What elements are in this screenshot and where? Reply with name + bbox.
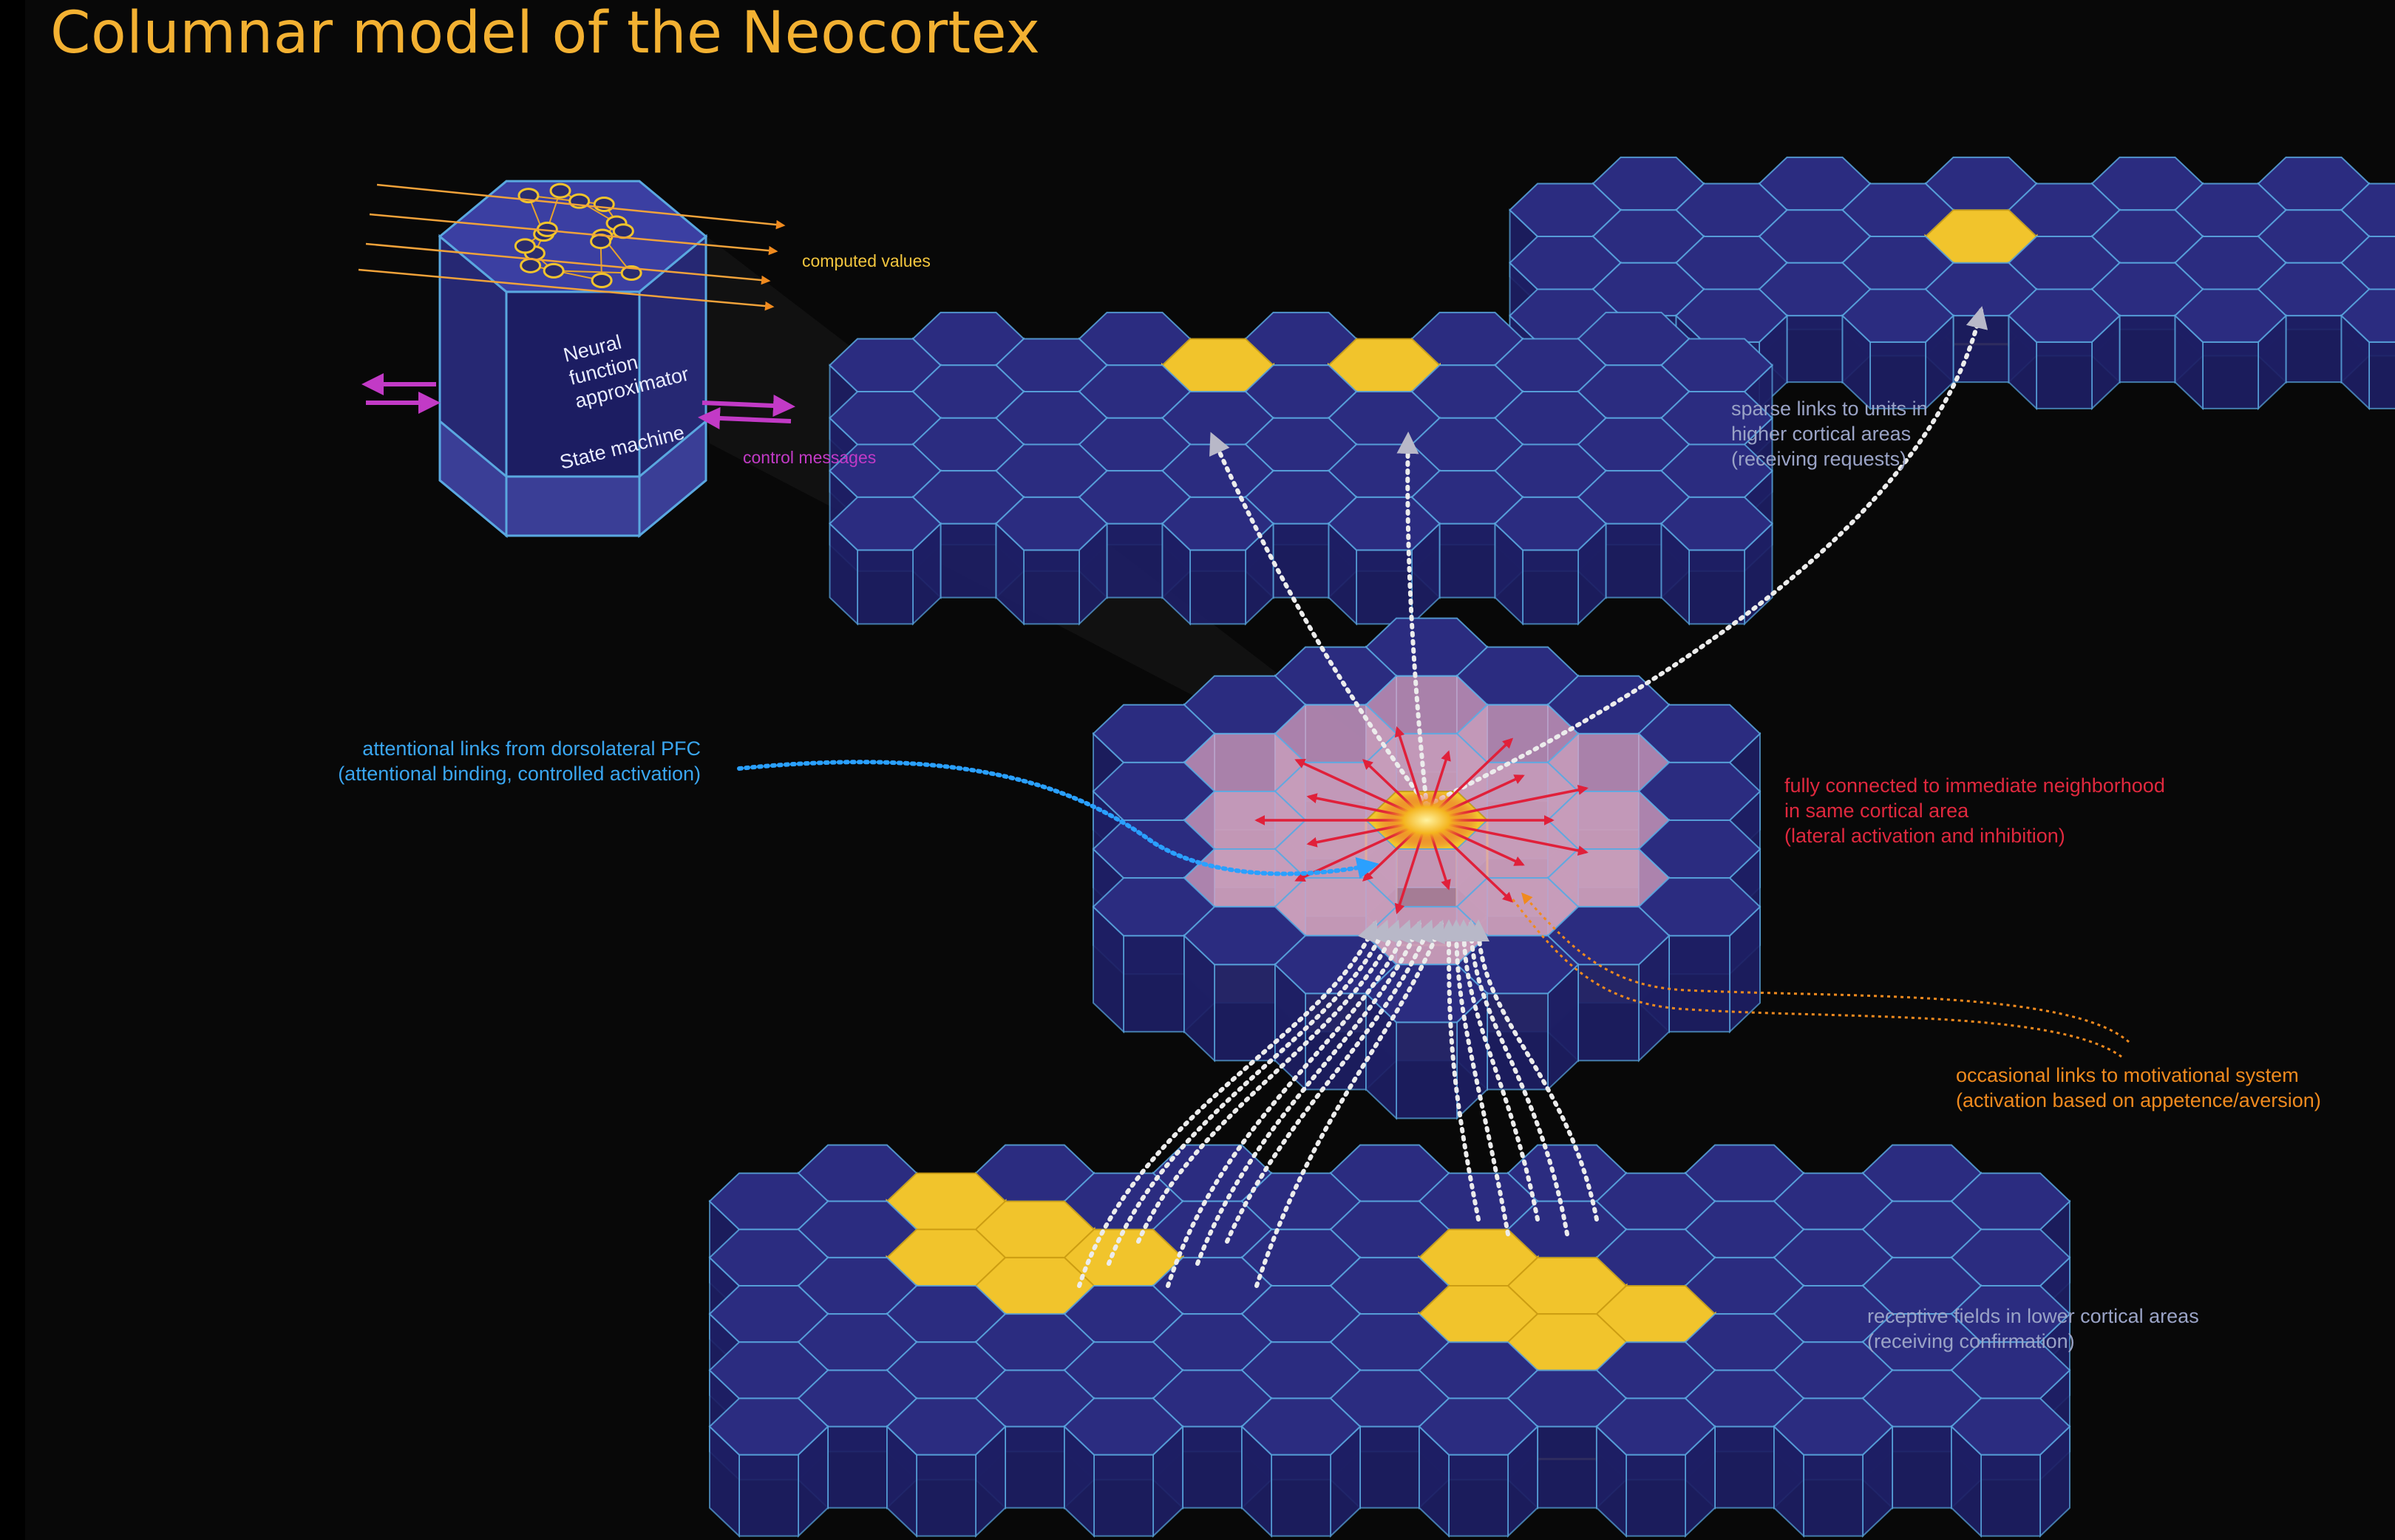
central-area-sheet <box>1092 617 1762 1120</box>
neuron-node <box>543 262 565 279</box>
neuron-node <box>514 238 536 254</box>
higher-area-sheet-right <box>1509 156 2395 411</box>
receptive-field-links <box>1077 919 1599 1288</box>
hex-column <box>1494 496 1607 626</box>
activation-center <box>1375 791 1478 850</box>
neuron-node <box>620 265 642 282</box>
hex-column <box>1328 496 1441 626</box>
sparse-links-line-3: (receiving requests) <box>1731 448 1907 470</box>
hex-column <box>708 1397 829 1538</box>
hex-column <box>1418 1397 1539 1538</box>
occasional-line-2: (activation based on appetence/aversion) <box>1956 1089 2321 1111</box>
upper-link <box>1209 432 1429 808</box>
motivational-links <box>1510 892 2130 1058</box>
neuron-node <box>549 183 571 199</box>
lower-link <box>1254 919 1446 1288</box>
receptive-line-1: receptive fields in lower cortical areas <box>1867 1305 2199 1327</box>
lateral-connections <box>1254 726 1589 915</box>
page-title: Columnar model of the Neocortex <box>50 0 1041 67</box>
value-arrow <box>369 213 778 256</box>
attentional-line-2: (attentional binding, controlled activat… <box>338 763 701 785</box>
hex-column <box>2008 288 2121 411</box>
left-border <box>0 0 25 1540</box>
fully-connected-line-1: fully connected to immediate neighborhoo… <box>1784 774 2165 797</box>
control-arrow <box>698 407 792 429</box>
attentional-link <box>737 760 1379 879</box>
sparse-links-line-1: sparse links to units in <box>1731 398 1928 420</box>
occasional-line-1: occasional links to motivational system <box>1956 1064 2299 1086</box>
state-machine-band <box>438 418 508 539</box>
hex-column <box>1841 288 1954 411</box>
neuron-node <box>520 257 542 273</box>
hex-column <box>1183 906 1307 1063</box>
hex-column <box>1595 1397 1716 1538</box>
hex-column <box>1660 496 1773 626</box>
lower-link <box>1107 919 1390 1266</box>
hex-column <box>2340 288 2395 411</box>
higher-area-sheet-middle <box>829 311 1773 626</box>
hex-column <box>2174 288 2287 411</box>
lower-link <box>1077 919 1379 1288</box>
lower-link <box>1445 919 1510 1236</box>
value-arrow <box>365 242 771 285</box>
computed-values-label: computed values <box>802 251 931 270</box>
hex-column <box>1773 1397 1894 1538</box>
hex-column <box>1240 1397 1362 1538</box>
value-arrow <box>376 183 786 230</box>
column-top <box>438 180 708 293</box>
state-machine-band <box>505 475 641 537</box>
hex-column <box>995 496 1108 626</box>
fully-connected-label: fully connected to immediate neighborhoo… <box>1784 773 2165 848</box>
lower-area-sheet <box>708 1144 2071 1538</box>
lower-link <box>1460 919 1569 1236</box>
sparse-links-label: sparse links to units in higher cortical… <box>1731 396 1928 471</box>
lower-link <box>1195 919 1423 1266</box>
lower-link <box>1225 919 1434 1244</box>
hex-column <box>1950 1397 2071 1538</box>
neuron-node <box>612 223 634 239</box>
lower-link <box>1166 919 1412 1288</box>
sparse-links-line-2: higher cortical areas <box>1731 423 1912 445</box>
hex-column <box>886 1397 1007 1538</box>
receptive-line-2: (receiving confirmation) <box>1867 1330 2075 1352</box>
upper-link <box>1424 306 1988 808</box>
hex-column <box>829 496 942 626</box>
fully-connected-line-2: in same cortical area <box>1784 800 1969 822</box>
sparse-higher-links <box>1209 306 1988 808</box>
attentional-line-1: attentional links from dorsolateral PFC <box>362 737 701 760</box>
hex-column <box>1161 496 1274 626</box>
value-arrow <box>358 268 775 311</box>
lower-link <box>1438 919 1481 1222</box>
attentional-label: attentional links from dorsolateral PFC … <box>306 736 701 786</box>
neuron-node <box>591 273 613 289</box>
occasional-label: occasional links to motivational system … <box>1956 1063 2321 1113</box>
control-arrow <box>701 395 795 417</box>
lower-link <box>1136 919 1401 1244</box>
upper-link <box>1396 432 1429 808</box>
control-messages-label: control messages <box>743 448 877 467</box>
lower-link <box>1453 919 1540 1222</box>
lower-link <box>1467 919 1599 1222</box>
fully-connected-line-3: (lateral activation and inhibition) <box>1784 825 2065 847</box>
hex-column <box>1063 1397 1184 1538</box>
receptive-label: receptive fields in lower cortical areas… <box>1867 1304 2199 1354</box>
